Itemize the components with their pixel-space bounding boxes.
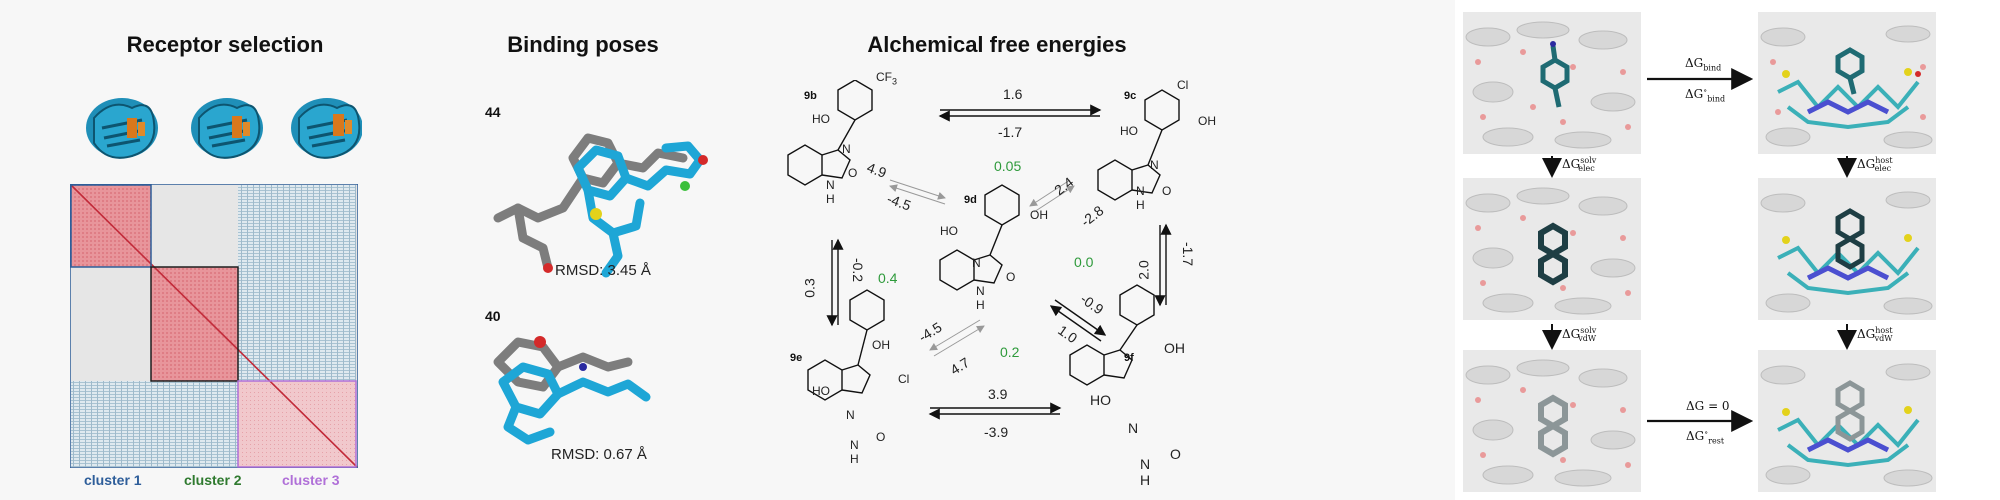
top-arrow-dg-bind-std: ΔG∘bind xyxy=(1685,86,1726,104)
binding-poses-title: Binding poses xyxy=(507,32,659,57)
right-bottom-dg-vdw-host: ΔGhostvdW xyxy=(1857,326,1893,344)
compound-9c-n: N xyxy=(1150,158,1159,172)
protein-cartoons xyxy=(86,98,362,159)
snapshot-ligand-restrained-host xyxy=(1758,350,1936,492)
compound-9b-ho: HO xyxy=(812,112,830,126)
cycle-9d-9e-9f-hysteresis: 0.2 xyxy=(1000,344,1020,360)
cluster-1-label: cluster 1 xyxy=(84,472,142,488)
bottom-arrow-dg-rest: ΔG∘rest xyxy=(1686,428,1725,446)
compound-9f-o: O xyxy=(1170,446,1181,462)
snapshot-ligand-discharged-solvent xyxy=(1463,178,1641,320)
cluster-2-label: cluster 2 xyxy=(184,472,242,488)
compound-9e-ho: HO xyxy=(812,384,830,398)
compound-9c-o: O xyxy=(1162,184,1172,198)
molecule-skeletons xyxy=(787,80,1180,401)
protein-structure-1 xyxy=(86,98,158,159)
pose-id-40: 40 xyxy=(485,308,501,324)
compound-9b-o: O xyxy=(848,166,858,180)
alchemical-network xyxy=(787,80,1180,420)
snapshot-ligand-discharged-host xyxy=(1758,178,1936,320)
cycle-9c-9d-9f-hysteresis: 0.0 xyxy=(1074,254,1094,270)
protein-structure-2 xyxy=(191,98,263,159)
edge-9c-9f-reverse: -1.7 xyxy=(1180,241,1197,267)
compound-9e-n: N xyxy=(846,408,855,422)
compound-9c-cl: Cl xyxy=(1177,78,1189,92)
pose-40-rmsd: RMSD: 0.67 Å xyxy=(551,446,647,463)
pose-44-structure xyxy=(493,133,708,278)
compound-9c-label: 9c xyxy=(1124,90,1137,102)
cycle-9b-9c-9d-hysteresis: 0.05 xyxy=(994,158,1022,174)
pose-id-44: 44 xyxy=(485,104,501,120)
thermo-cycle-arrows xyxy=(1542,68,1857,432)
left-top-dg-elec-solv: ΔGsolvelec xyxy=(1562,156,1597,174)
alchemical-title: Alchemical free energies xyxy=(867,32,1127,57)
cycle-9b-9d-9e-hysteresis: 0.4 xyxy=(878,270,898,286)
compound-9b-label: 9b xyxy=(804,90,817,102)
snapshot-ligand-bound-host xyxy=(1758,12,1936,154)
edge-9c-9f-forward: 2.0 xyxy=(1135,260,1152,280)
right-top-dg-elec-host: ΔGhostelec xyxy=(1857,156,1893,174)
edge-9b-9c-forward: 1.6 xyxy=(1003,86,1023,102)
compound-9d-oh: OH xyxy=(1030,208,1048,222)
edge-9e-9f-reverse: -3.9 xyxy=(984,424,1009,440)
compound-9f-oh: OH xyxy=(1164,340,1185,356)
compound-9d-o: O xyxy=(1006,270,1016,284)
bottom-arrow-dg-zero: ΔG = 0 xyxy=(1686,399,1730,413)
compound-9f-n: N xyxy=(1128,420,1139,436)
compound-9c-ho: HO xyxy=(1120,124,1138,138)
compound-9f-label: 9f xyxy=(1124,352,1134,364)
snapshot-ligand-bound-solvent xyxy=(1463,12,1641,154)
similarity-matrix xyxy=(70,184,358,468)
left-bottom-dg-vdw-solv: ΔGsolvvdW xyxy=(1562,326,1597,344)
edge-9b-9e-forward: 0.3 xyxy=(801,278,818,298)
pose-44-rmsd: RMSD: 3.45 Å xyxy=(555,262,651,279)
edge-9b-9e-reverse: -0.2 xyxy=(850,257,867,283)
compound-9e-label: 9e xyxy=(790,352,803,364)
cluster-3-label: cluster 3 xyxy=(282,472,340,488)
compound-9c-oh: OH xyxy=(1198,114,1216,128)
compound-9d-n: N xyxy=(972,256,981,270)
compound-9d-label: 9d xyxy=(964,194,977,206)
compound-9b-cf3: CF3 xyxy=(876,70,898,87)
pose-40-structure xyxy=(493,336,651,445)
top-arrow-dg-bind: ΔGbind xyxy=(1685,56,1722,73)
snapshot-ligand-decoupled-solvent xyxy=(1463,350,1641,492)
compound-9e-o: O xyxy=(876,430,886,444)
compound-9b-n: N xyxy=(842,142,851,156)
compound-9f-ho: HO xyxy=(1090,392,1111,408)
edge-9e-9f-forward: 3.9 xyxy=(988,386,1008,402)
edge-9b-9c-reverse: -1.7 xyxy=(998,124,1023,140)
compound-9e-oh: OH xyxy=(872,338,890,352)
receptor-selection-title: Receptor selection xyxy=(126,32,324,57)
compound-9e-cl: Cl xyxy=(898,372,910,386)
compound-9d-ho: HO xyxy=(940,224,958,238)
protein-structure-3 xyxy=(291,98,362,159)
